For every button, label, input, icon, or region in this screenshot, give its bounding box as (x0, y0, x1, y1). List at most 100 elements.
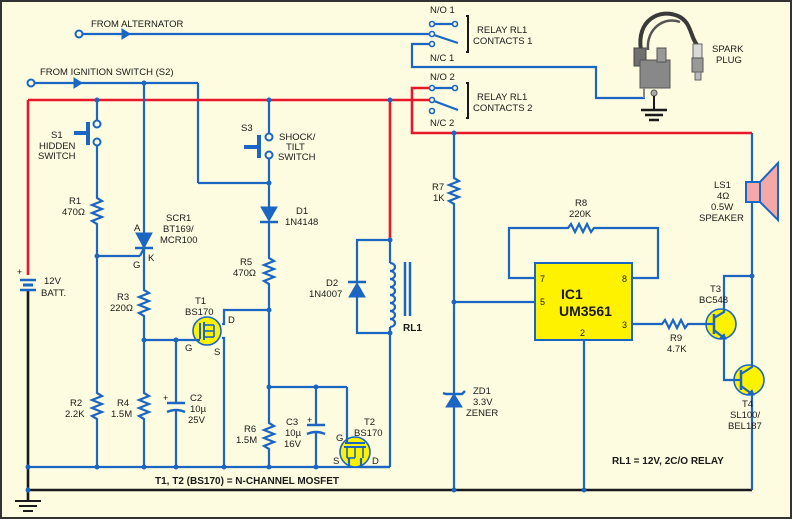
speaker-icon: LS1 4Ω 0.5W SPEAKER (699, 133, 779, 276)
r7-value: 1K (433, 193, 445, 204)
relay-note: RL1 = 12V, 2C/O RELAY (612, 456, 724, 467)
r3-value: 220Ω (110, 303, 133, 314)
contacts2-label: RELAY RL1 (477, 92, 527, 103)
t2-ref: T2 (364, 417, 375, 428)
r1-value: 470Ω (62, 207, 85, 218)
zd1-value: 3.3V (473, 397, 493, 408)
c2-value: 10µ (190, 404, 207, 415)
d1-value: 1N4148 (285, 217, 318, 228)
capacitor-c3: + C3 10µ 16V (284, 387, 326, 467)
diode-d1: D1 1N4148 (260, 206, 318, 255)
r5-ref: R5 (240, 257, 252, 268)
t2-pin-g: G (336, 433, 343, 444)
switch-s3: S3 SHOCK/ TILT SWITCH (241, 100, 316, 207)
no1-label: N/O 1 (430, 5, 455, 16)
s1-label-2: SWITCH (38, 151, 76, 162)
alternator-label: FROM ALTERNATOR (91, 19, 184, 30)
r9-value: 4.7K (667, 344, 687, 355)
r8-ref: R8 (575, 198, 587, 209)
battery-12v: + 12V BATT. (17, 267, 66, 299)
t2-part: BS170 (354, 428, 383, 439)
scr1-pin-k: K (148, 253, 155, 264)
resistor-r7: R7 1K (432, 133, 462, 302)
d2-ref: D2 (326, 278, 338, 289)
scr1-pin-g: G (133, 260, 140, 271)
s3-ref: S3 (241, 123, 253, 134)
scr1-pin-a: A (134, 223, 141, 234)
r4-ref: R4 (117, 398, 129, 409)
contacts2-label-2: CONTACTS 2 (473, 103, 532, 114)
battery-voltage-label: 12V (44, 276, 62, 287)
t1-pin-g: G (185, 343, 192, 354)
no2-label: N/O 2 (430, 72, 455, 83)
resistor-r5: R5 470Ω (233, 255, 277, 310)
scr1-part-alt: MCR100 (160, 235, 198, 246)
relay-contacts-1: N/O 1 N/C 1 RELAY RL1 CONTACTS 1 (410, 5, 645, 100)
r2-ref: R2 (70, 398, 82, 409)
transistor-t3: T3 BC548 (699, 274, 752, 382)
c2-voltage: 25V (188, 415, 206, 426)
resistor-r3: R3 220Ω (110, 287, 152, 340)
ground-symbol-icon (15, 500, 41, 512)
s1-ref: S1 (51, 130, 63, 141)
s3-label-2: TILT (286, 142, 305, 153)
resistor-r4: R4 1.5M (111, 340, 152, 467)
ls1-type: SPEAKER (699, 213, 744, 224)
resistor-r2: R2 2.2K (65, 256, 105, 467)
nc1-label: N/C 1 (430, 53, 454, 64)
battery-label: BATT. (41, 288, 66, 299)
c3-ref: C3 (286, 417, 298, 428)
t1-part: BS170 (185, 307, 214, 318)
relay-coil-rl1: RL1 (388, 240, 422, 467)
r6-ref: R6 (244, 424, 256, 435)
r3-ref: R3 (117, 292, 129, 303)
ls1-value: 4Ω (717, 191, 729, 202)
resistor-r9: R9 4.7K (632, 317, 706, 355)
t1-pin-d: D (228, 315, 235, 326)
ic1-pin-7: 7 (540, 274, 545, 284)
resistor-r1: R1 470Ω (62, 195, 105, 256)
t2-pin-s: S (333, 456, 339, 467)
t4-part: SL100/ (730, 410, 760, 421)
d1-ref: D1 (296, 206, 308, 217)
contacts1-label-2: CONTACTS 1 (473, 36, 532, 47)
c3-value: 10µ (285, 428, 302, 439)
ic1-pin-8: 8 (622, 274, 627, 284)
t1-pin-s: S (214, 347, 220, 358)
spark-plug-label: SPARK (712, 44, 744, 55)
diode-d2: D2 1N4007 (309, 238, 390, 335)
ic1-pin-2: 2 (580, 328, 585, 338)
ic1-pin-3: 3 (622, 320, 627, 330)
r9-ref: R9 (670, 333, 682, 344)
spark-plug-icon (633, 11, 704, 122)
contacts1-label: RELAY RL1 (477, 25, 527, 36)
positive-rail (26, 86, 752, 275)
switch-s1: S1 HIDDEN SWITCH (38, 100, 102, 195)
c3-polarity: + (307, 415, 312, 425)
r1-ref: R1 (69, 196, 81, 207)
ic1-pin-5: 5 (540, 297, 545, 307)
ic-ic1: 7 8 5 3 2 IC1 UM3561 (534, 262, 633, 341)
arrow-icon (121, 28, 131, 40)
nc2-label: N/C 2 (430, 118, 454, 129)
r4-value: 1.5M (111, 409, 132, 420)
t1-ref: T1 (195, 296, 206, 307)
mosfet-note: T1, T2 (BS170) = N-CHANNEL MOSFET (155, 476, 339, 487)
scr-scr1: A K G SCR1 BT169/ MCR100 (133, 83, 198, 287)
t2-pin-d: D (372, 456, 379, 467)
scr1-part: BT169/ (163, 224, 194, 235)
zener-zd1: ZD1 3.3V ZENER (442, 302, 498, 490)
spark-plug-label-2: PLUG (716, 55, 742, 66)
t4-ref: T4 (742, 399, 753, 410)
rl1-ref: RL1 (403, 323, 422, 334)
d2-value: 1N4007 (309, 289, 342, 300)
c2-polarity: + (163, 393, 168, 403)
alternator-input: FROM ALTERNATOR (74, 19, 430, 40)
t3-part: BC548 (699, 295, 728, 306)
ignition-label: FROM IGNITION SWITCH (S2) (40, 67, 174, 78)
s3-label: SHOCK/ (279, 132, 316, 143)
zd1-type: ZENER (466, 408, 498, 419)
